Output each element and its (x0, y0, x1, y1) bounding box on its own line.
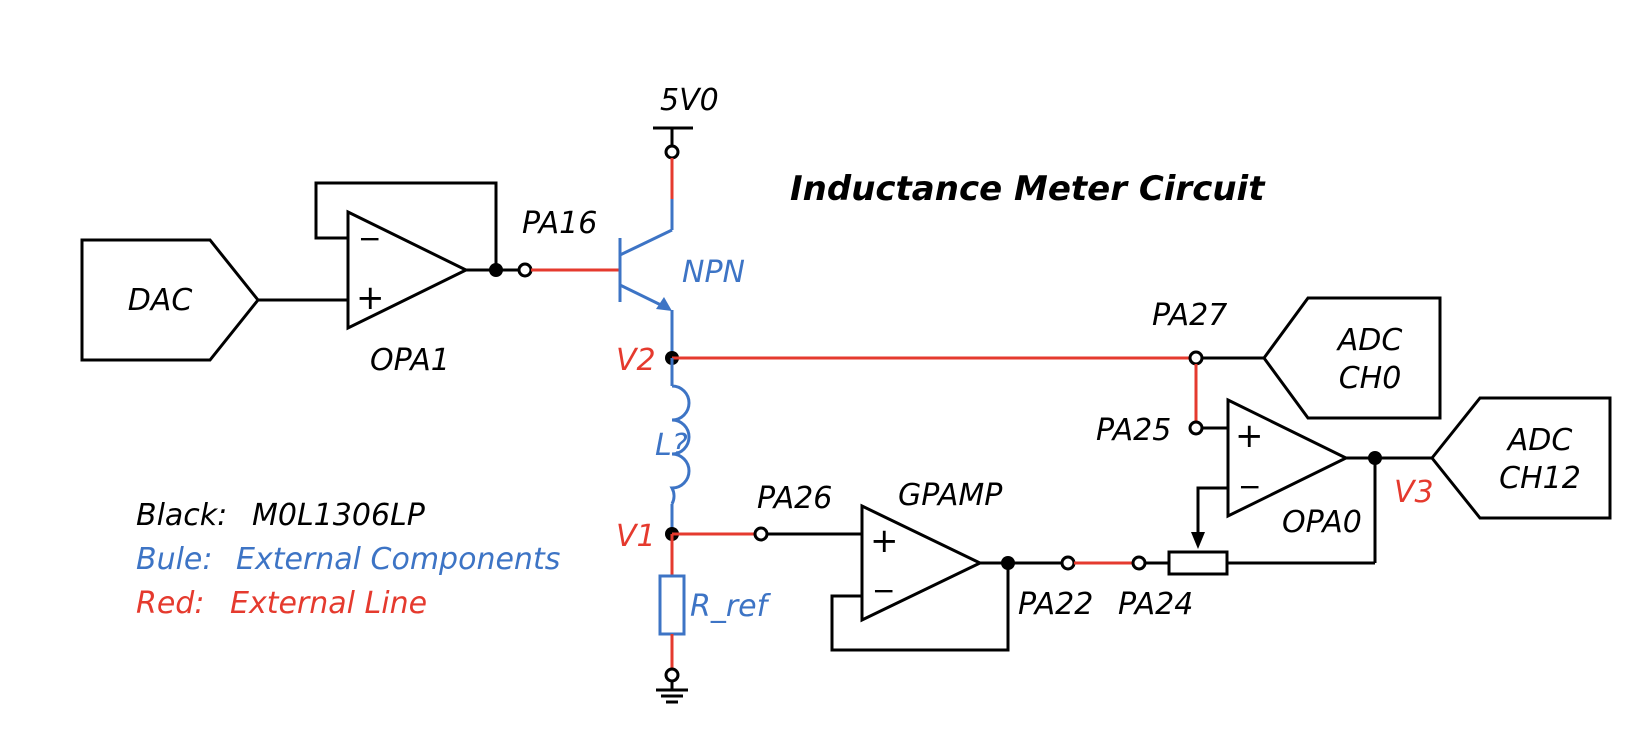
pin-pa27-label: PA27 (1152, 298, 1227, 333)
opa1-minus-sign: − (358, 222, 381, 255)
node-v2-label: V2 (616, 343, 656, 378)
legend: Black: M0L1306LP Bule: External Componen… (136, 498, 560, 621)
npn-transistor (618, 199, 674, 358)
gpamp-minus-sign: − (872, 574, 895, 607)
pin-pa25-label: PA25 (1096, 413, 1171, 448)
opa0-triangle (1226, 397, 1350, 519)
gpamp-plus-sign: + (870, 521, 899, 561)
opa0-minus-sign: − (1238, 470, 1261, 503)
opa1-label: OPA1 (370, 343, 450, 378)
npn-emitter-arrow (656, 297, 672, 311)
legend-blue-key: Bule: (136, 542, 213, 577)
opa1-feedback (314, 181, 498, 270)
potentiometer (1167, 550, 1229, 576)
resistor-r-ref (658, 574, 686, 636)
gpamp-triangle (860, 503, 984, 623)
pin-pa26-label: PA26 (757, 481, 832, 516)
supply-label: 5V0 (660, 83, 719, 118)
legend-red-value: External Line (230, 586, 427, 621)
opa1-triangle (346, 209, 470, 331)
pin-pa16-label: PA16 (522, 206, 597, 241)
pin-pa24 (1131, 555, 1147, 571)
legend-blue-value: External Components (236, 542, 560, 577)
opa1-out-junction (489, 263, 503, 277)
adc-ch0-label-line1: ADC (1336, 323, 1403, 358)
pin-pa24-label: PA24 (1118, 587, 1193, 622)
adc-ch0-label-line2: CH0 (1339, 361, 1402, 396)
opa1-plus-sign: + (356, 278, 385, 318)
resistor-label: R_ref (690, 589, 772, 624)
pin-pa27 (1188, 350, 1204, 366)
legend-red-key: Red: (136, 586, 204, 621)
gpamp-label: GPAMP (898, 478, 1003, 513)
gpamp-feedback (830, 563, 1010, 652)
node-v3-label: V3 (1394, 475, 1434, 510)
opa0-plus-sign: + (1235, 416, 1264, 456)
pin-pa16 (517, 262, 533, 278)
pin-pa25 (1188, 420, 1204, 436)
diagram-title: Inductance Meter Circuit (790, 169, 1266, 209)
pin-pa22-label: PA22 (1018, 587, 1093, 622)
inductor-label: L? (655, 428, 688, 463)
ground-icon (656, 681, 688, 704)
supply-5v0 (653, 126, 693, 160)
pin-pa22 (1060, 555, 1076, 571)
legend-black-key: Black: (136, 498, 227, 533)
pot-wiper-arrow (1191, 532, 1205, 549)
adc-ch12-label-line2: CH12 (1499, 461, 1581, 496)
adc-ch12-block (1430, 396, 1612, 520)
gpamp-out-junction (1001, 556, 1015, 570)
adc-ch12-label-line1: ADC (1506, 423, 1573, 458)
opa0-label: OPA0 (1282, 505, 1362, 540)
ground-pin (664, 667, 680, 683)
adc-ch0-block (1262, 296, 1442, 420)
inductor-coil (669, 384, 691, 505)
node-v1-label: V1 (616, 519, 656, 554)
legend-black-value: M0L1306LP (252, 498, 426, 533)
pin-pa26 (753, 526, 769, 542)
npn-label: NPN (682, 255, 745, 290)
dac-block (80, 238, 260, 362)
pot-wiper-wire (1196, 486, 1228, 532)
dac-label: DAC (128, 283, 193, 318)
